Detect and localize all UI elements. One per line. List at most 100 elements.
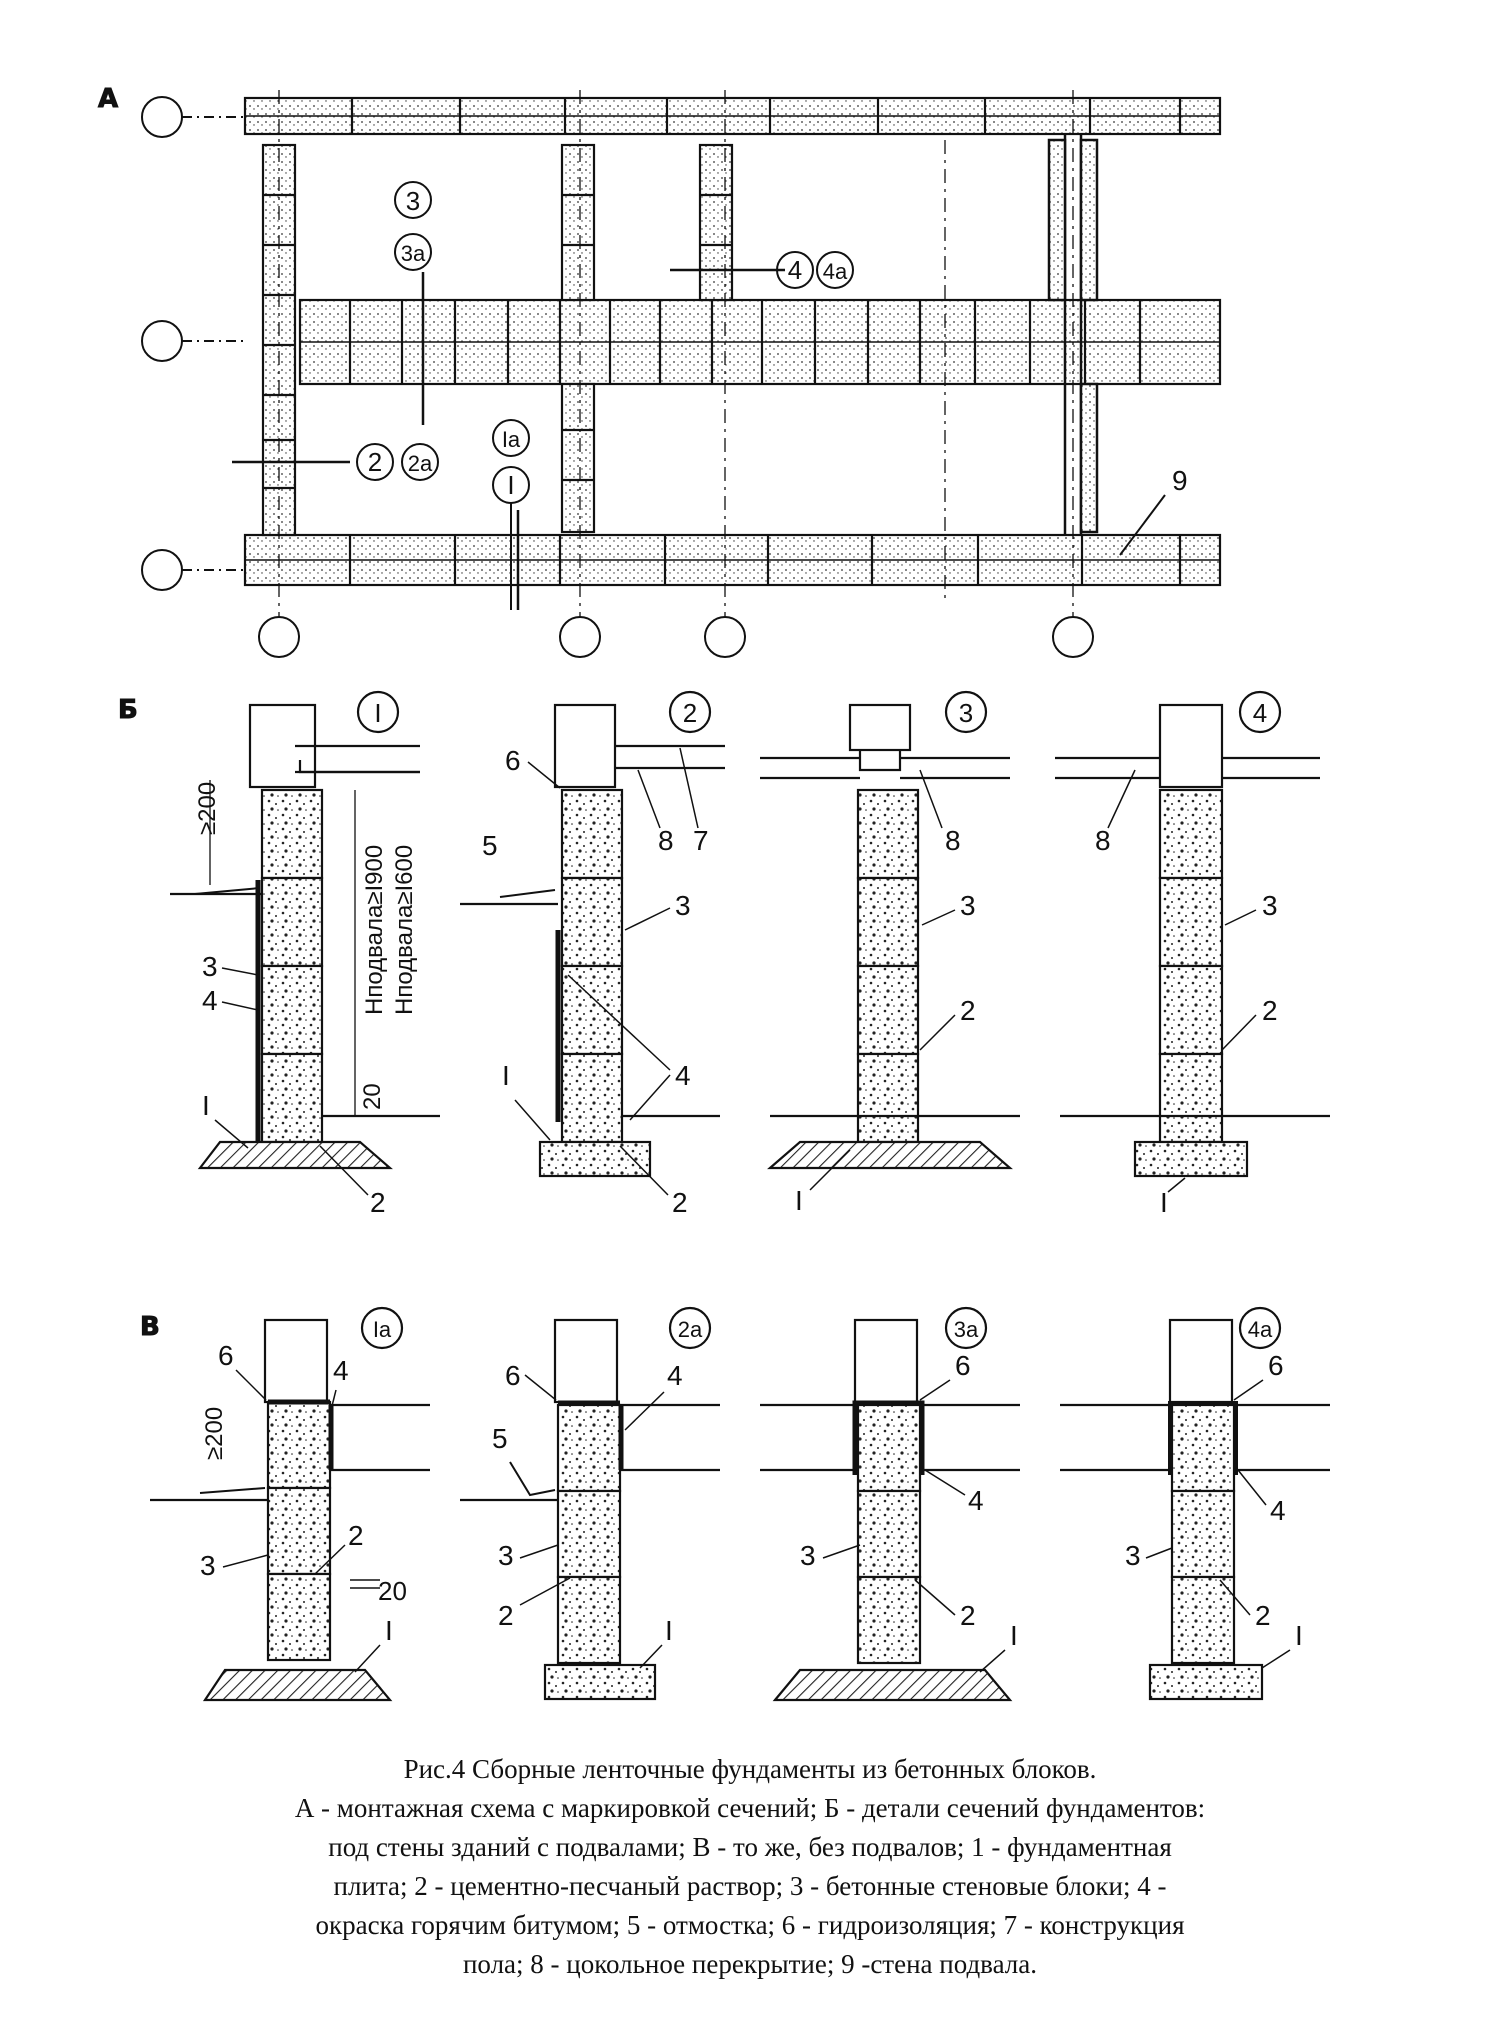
dim-min200-b1: ≥200: [194, 782, 221, 835]
callout-v1-4: 4: [333, 1355, 349, 1386]
label-v: В: [140, 1312, 160, 1342]
callout-b1-I: I: [202, 1090, 210, 1121]
plan-a: А: [98, 84, 1222, 658]
section-v1: Iа ≥200 6 4 3 2 20 I: [150, 1306, 430, 1702]
axis-markers-left: [141, 96, 245, 591]
callout-v2-3: 3: [498, 1540, 514, 1571]
callout-v4-I: I: [1295, 1620, 1303, 1651]
title-b1: I: [374, 698, 381, 728]
middle-wall: [298, 298, 1222, 386]
callout-v3-4: 4: [968, 1485, 984, 1516]
section-b2: 2 6 5 8 7 3 4 I 2: [460, 690, 725, 1218]
callout-b2-7: 7: [693, 825, 709, 856]
plan-section-markers: 3 3а 4 4а 2 2а Iа I 9: [356, 181, 1188, 610]
callout-b4-8: 8: [1095, 825, 1111, 856]
marker-3a: 3а: [401, 241, 426, 266]
callout-b3-2: 2: [960, 995, 976, 1026]
callout-b2-2: 2: [672, 1187, 688, 1218]
callout-b2-6: 6: [505, 745, 521, 776]
title-v3: 3а: [954, 1317, 979, 1342]
caption-line: под стены зданий с подвалами; В - то же,…: [328, 1832, 1172, 1862]
callout-v3-3: 3: [800, 1540, 816, 1571]
section-b3: 3 8 3 2 I: [760, 690, 1020, 1216]
section-cuts: [232, 268, 785, 610]
callout-b2-3: 3: [675, 890, 691, 921]
section-v2: 2а 6 4 5 3 2 I: [460, 1306, 720, 1701]
callout-b2-8: 8: [658, 825, 674, 856]
marker-1a: Iа: [502, 427, 521, 452]
callout-v4-6: 6: [1268, 1350, 1284, 1381]
callout-b1-3: 3: [202, 951, 218, 982]
figure-caption: Рис.4 Сборные ленточные фундаменты из бе…: [140, 1750, 1360, 1984]
marker-3: 3: [406, 186, 420, 216]
callout-v2-2: 2: [498, 1600, 514, 1631]
callout-v2-5: 5: [492, 1423, 508, 1454]
callout-v2-4: 4: [667, 1360, 683, 1391]
title-v4: 4а: [1248, 1317, 1273, 1342]
label-a: А: [98, 84, 118, 114]
caption-line: А - монтажная схема с маркировкой сечени…: [294, 1793, 1206, 1823]
callout-v1-I: I: [385, 1615, 393, 1646]
callout-v4-4: 4: [1270, 1495, 1286, 1526]
marker-4: 4: [788, 255, 802, 285]
callout-v1-3: 3: [200, 1550, 216, 1581]
section-b1: I ≥200 Нподвала≥I900 Нподвала≥I600 20 3 …: [170, 690, 440, 1218]
title-b2: 2: [683, 698, 697, 728]
caption-line: плита; 2 - цементно-песчаный раствор; 3 …: [333, 1871, 1167, 1901]
title-b4: 4: [1253, 698, 1267, 728]
callout-b4-3: 3: [1262, 890, 1278, 921]
marker-2: 2: [368, 447, 382, 477]
callout-v3-I: I: [1010, 1620, 1018, 1651]
caption-line: Рис.4 Сборные ленточные фундаменты из бе…: [403, 1754, 1097, 1784]
callout-b2-5: 5: [482, 830, 498, 861]
axis-circle: [704, 616, 746, 658]
axis-circle: [559, 616, 601, 658]
callout-b2-I: I: [502, 1060, 510, 1091]
callout-v2-I: I: [665, 1615, 673, 1646]
centerlines: [278, 90, 1074, 617]
title-v2: 2а: [678, 1317, 703, 1342]
sections-b: Б I ≥200 Нподвала≥I900 Нподвала≥I600 20 …: [118, 690, 1330, 1218]
section-v4: 4а 6 4 3 2 I: [1060, 1306, 1330, 1701]
dim-20-v1: 20: [378, 1576, 407, 1606]
callout-b3-3: 3: [960, 890, 976, 921]
dim-h1900: Нподвала≥I900: [361, 845, 388, 1015]
label-b: Б: [118, 695, 138, 725]
callout-b2-4: 4: [675, 1060, 691, 1091]
callout-v3-6: 6: [955, 1350, 971, 1381]
callout-v1-6: 6: [218, 1340, 234, 1371]
axis-markers-bottom: [258, 616, 1094, 658]
callout-v2-6: 6: [505, 1360, 521, 1391]
inner-wall-2: [698, 143, 734, 302]
axis-circle: [258, 616, 300, 658]
dim-20-b1: 20: [359, 1083, 386, 1110]
sections-v: В Iа ≥200 6 4 3 2 20: [140, 1306, 1330, 1702]
callout-b1-2: 2: [370, 1187, 386, 1218]
inner-wall-1: [560, 143, 596, 534]
axis-circle: [141, 96, 183, 138]
marker-4a: 4а: [823, 259, 848, 284]
callout-v3-2: 2: [960, 1600, 976, 1631]
title-b3: 3: [959, 698, 973, 728]
axis-circle: [141, 549, 183, 591]
callout-b3-I: I: [795, 1185, 803, 1216]
axis-circle: [141, 320, 183, 362]
axis-circle: [1052, 616, 1094, 658]
callout-v4-2: 2: [1255, 1600, 1271, 1631]
section-v3: 3а 6 4 3 2 I: [760, 1306, 1020, 1702]
marker-1: I: [507, 470, 514, 500]
top-wall: [243, 96, 1222, 136]
caption-line: окраска горячим битумом; 5 - отмостка; 6…: [315, 1910, 1185, 1940]
marker-2a: 2а: [408, 451, 433, 476]
marker-9: 9: [1172, 465, 1188, 496]
dim-min200-v1: ≥200: [201, 1407, 228, 1460]
section-b4: 4 8 3 2 I: [1055, 690, 1330, 1218]
dim-h1600: Нподвала≥I600: [391, 845, 418, 1015]
callout-v4-3: 3: [1125, 1540, 1141, 1571]
basement-wall: [1047, 134, 1099, 535]
callout-v1-2: 2: [348, 1520, 364, 1551]
bottom-wall: [243, 533, 1222, 587]
callout-b4-2: 2: [1262, 995, 1278, 1026]
callout-b3-8: 8: [945, 825, 961, 856]
